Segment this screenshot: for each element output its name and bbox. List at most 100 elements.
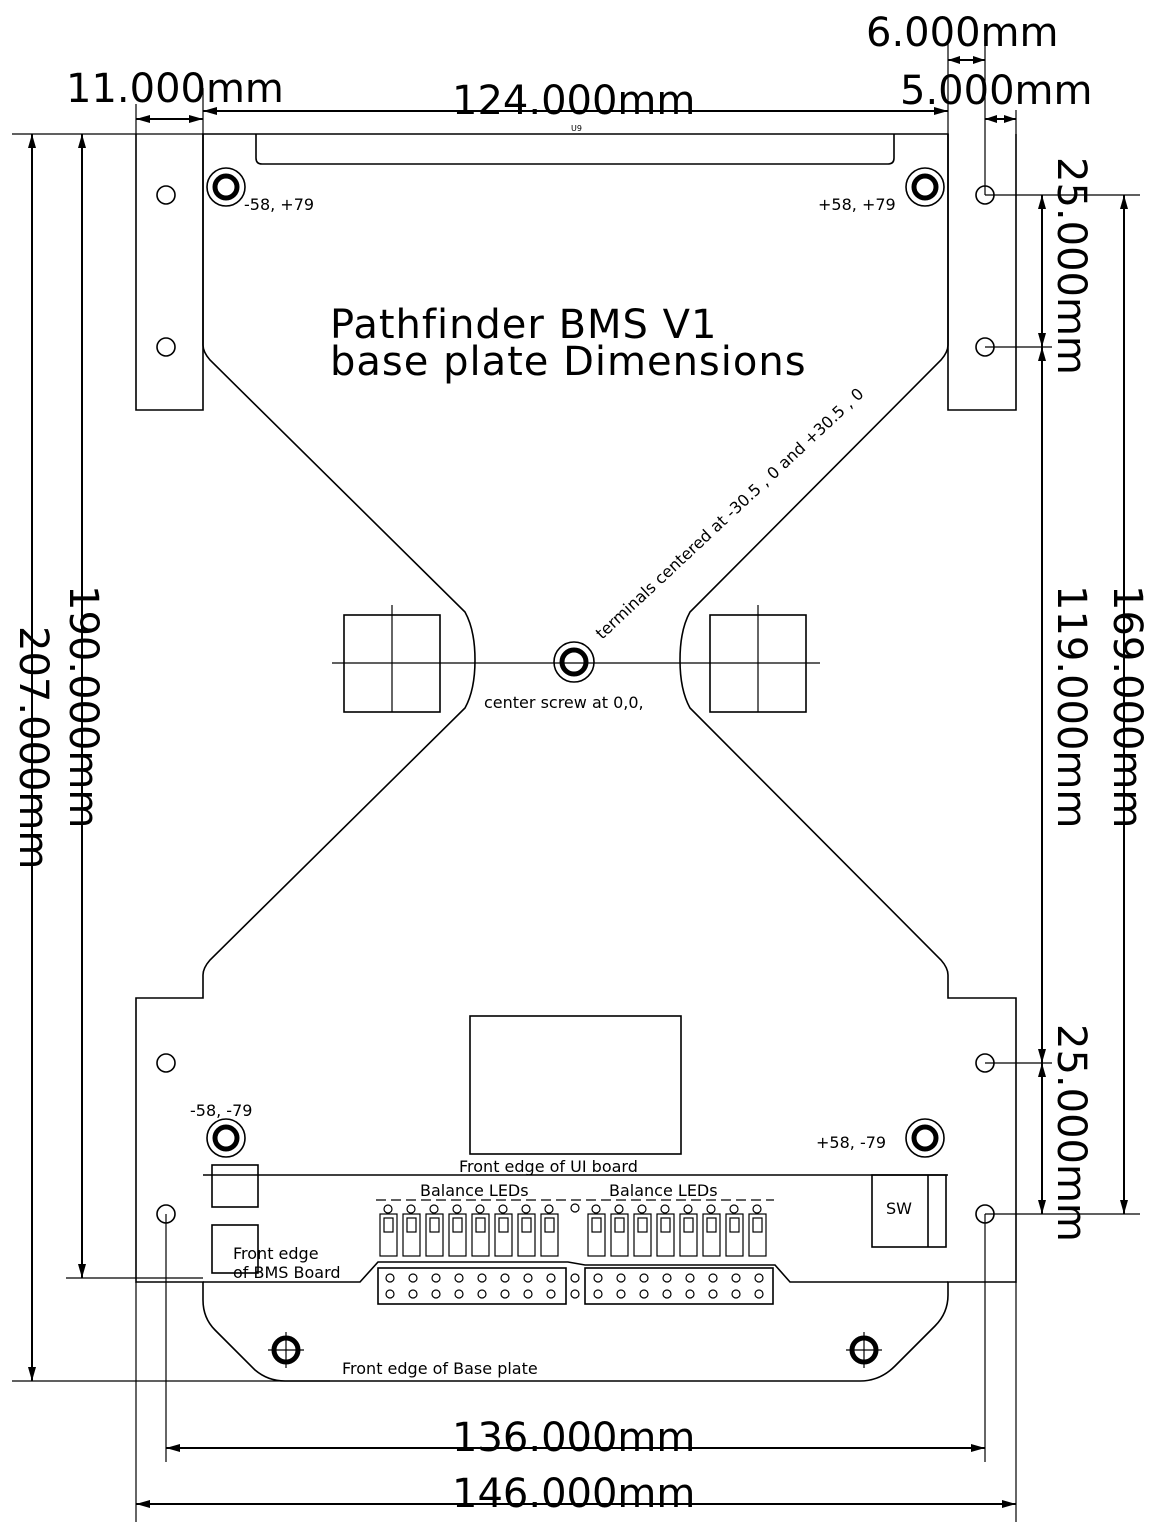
terminal-pin xyxy=(639,1289,649,1299)
dim-169: 169.000mm xyxy=(1104,585,1150,828)
terminal-pin xyxy=(477,1273,487,1283)
terminal-pin xyxy=(523,1273,533,1283)
terminal-pin xyxy=(408,1273,418,1283)
terminal-pin xyxy=(754,1289,764,1299)
terminal-pin xyxy=(546,1289,556,1299)
terminal-pin xyxy=(431,1289,441,1299)
terminal-pin xyxy=(546,1273,556,1283)
terminal-pin xyxy=(685,1273,695,1283)
connector xyxy=(211,1164,259,1208)
terminal-pin xyxy=(593,1289,603,1299)
title-line-1: Pathfinder BMS V1 xyxy=(330,302,717,348)
terminals xyxy=(332,605,820,713)
bms-edge-2: of BMS Board xyxy=(233,1263,341,1282)
terminal-pin xyxy=(616,1289,626,1299)
dim-136: 136.000mm xyxy=(452,1415,695,1461)
balance-led xyxy=(725,1204,744,1257)
base-edge-note: Front edge of Base plate xyxy=(342,1359,538,1378)
balance-led xyxy=(633,1204,652,1257)
terminal-pin xyxy=(662,1289,672,1299)
title-line-2: base plate Dimensions xyxy=(330,339,807,385)
labels: Pathfinder BMS V1 base plate Dimensions … xyxy=(190,124,912,1378)
ref-designator: U9 xyxy=(571,124,582,133)
terminal-pin xyxy=(385,1289,395,1299)
balance-led xyxy=(587,1204,606,1257)
terminal-block-right xyxy=(584,1267,774,1305)
screw-hole xyxy=(268,1332,304,1368)
dim-11: 11.000mm xyxy=(66,66,284,112)
balance-led xyxy=(610,1204,629,1257)
balance-led xyxy=(679,1204,698,1257)
terminal-pin xyxy=(385,1273,395,1283)
dim-119: 119.000mm xyxy=(1048,585,1094,828)
terminal-pin xyxy=(731,1289,741,1299)
terminals-note: terminals centered at -30.5 , 0 and +30.… xyxy=(592,384,868,643)
balance-leds-left: Balance LEDs xyxy=(420,1181,529,1200)
dim-146: 146.000mm xyxy=(452,1471,695,1517)
dim-5: 5.000mm xyxy=(900,68,1092,114)
sw-switch xyxy=(871,1174,947,1248)
terminal-pin xyxy=(454,1273,464,1283)
terminal-pin xyxy=(593,1273,603,1283)
terminal-pin xyxy=(523,1289,533,1299)
terminal-pin xyxy=(408,1289,418,1299)
balance-led xyxy=(379,1204,398,1257)
screw-hole xyxy=(905,167,945,207)
terminal-pin xyxy=(616,1273,626,1283)
terminal-pin xyxy=(754,1273,764,1283)
balance-led-array-left xyxy=(379,1204,559,1257)
dimension-lines: 11.000mm 124.000mm 6.000mm 5.000mm 190.0… xyxy=(10,10,1150,1522)
dim-25-lower: 25.000mm xyxy=(1048,1024,1094,1242)
terminal-pin xyxy=(708,1289,718,1299)
balance-led xyxy=(517,1204,536,1257)
hole xyxy=(156,1053,176,1073)
connector xyxy=(211,1224,259,1274)
sw-label: SW xyxy=(886,1199,912,1218)
dim-6: 6.000mm xyxy=(866,10,1058,56)
balance-led xyxy=(494,1204,513,1257)
bms-edge-1: Front edge xyxy=(233,1244,319,1263)
coord-top-right: +58, +79 xyxy=(818,195,896,214)
screw-hole xyxy=(206,167,246,207)
coord-bottom-right: +58, -79 xyxy=(816,1133,886,1152)
dim-25-upper: 25.000mm xyxy=(1048,157,1094,375)
terminal-pin xyxy=(685,1289,695,1299)
ui-board xyxy=(469,1015,682,1155)
terminal-pin xyxy=(639,1273,649,1283)
screw-holes xyxy=(206,167,945,1368)
balance-leds-right: Balance LEDs xyxy=(609,1181,718,1200)
terminal-pin xyxy=(500,1289,510,1299)
balance-led xyxy=(448,1204,467,1257)
balance-led xyxy=(425,1204,444,1257)
coord-bottom-left: -58, -79 xyxy=(190,1101,252,1120)
balance-led xyxy=(540,1204,559,1257)
terminal-pin xyxy=(477,1289,487,1299)
balance-led xyxy=(656,1204,675,1257)
terminal-pin xyxy=(570,1289,580,1299)
terminal-pin xyxy=(500,1273,510,1283)
terminal-block-left xyxy=(377,1267,567,1305)
ui-board-note: Front edge of UI board xyxy=(459,1157,638,1176)
balance-led xyxy=(402,1204,421,1257)
screw-hole xyxy=(846,1332,882,1368)
dim-207: 207.000mm xyxy=(10,626,56,869)
balance-led xyxy=(702,1204,721,1257)
terminal-pin xyxy=(431,1273,441,1283)
screw-hole xyxy=(206,1118,246,1158)
dim-190: 190.000mm xyxy=(60,585,106,828)
terminal-pin xyxy=(662,1273,672,1283)
hole xyxy=(156,185,176,205)
boards xyxy=(203,1015,948,1305)
balance-led xyxy=(471,1204,490,1257)
terminal-pin xyxy=(731,1273,741,1283)
screw-hole xyxy=(905,1118,945,1158)
center-screw-note: center screw at 0,0, xyxy=(484,693,644,712)
hole xyxy=(156,337,176,357)
dim-124: 124.000mm xyxy=(452,78,695,124)
terminal-pin xyxy=(570,1203,580,1213)
balance-led-array-right xyxy=(587,1204,767,1257)
coord-top-left: -58, +79 xyxy=(244,195,314,214)
balance-led xyxy=(748,1204,767,1257)
terminal-pin xyxy=(454,1289,464,1299)
